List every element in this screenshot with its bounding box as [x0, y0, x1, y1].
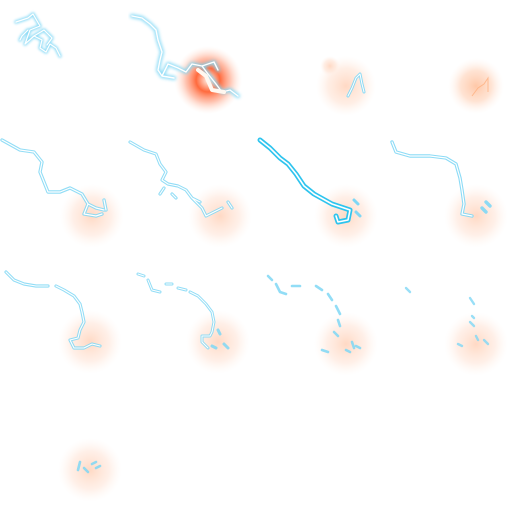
impact-glow-4 — [448, 58, 504, 114]
bolt-4 — [471, 76, 489, 97]
sprite-frame-10 — [128, 256, 256, 384]
bolt-5 — [0, 138, 108, 218]
bolt-10 — [136, 272, 230, 350]
impact-glow-3b — [320, 56, 340, 76]
bolt-8 — [390, 140, 492, 218]
sprite-frame-13 — [0, 384, 128, 512]
impact-glow-8 — [444, 184, 508, 248]
bolt-2 — [130, 14, 240, 98]
sprite-frame-4 — [384, 0, 512, 128]
bolt-1 — [14, 12, 62, 58]
bolt-9 — [4, 270, 102, 350]
impact-glow-6 — [188, 184, 252, 248]
sprite-frame-1 — [0, 0, 128, 128]
sprite-frame-7 — [256, 128, 384, 256]
sprite-frame-5 — [0, 128, 128, 256]
bolt-6 — [128, 140, 234, 218]
bolt-12 — [404, 286, 490, 348]
sprite-frame-6 — [128, 128, 256, 256]
impact-glow-11 — [314, 312, 378, 376]
impact-glow-9 — [58, 310, 122, 374]
impact-glow-12 — [444, 312, 508, 376]
sprite-frame-8 — [384, 128, 512, 256]
sprite-frame-11 — [256, 256, 384, 384]
impact-glow-7 — [314, 184, 378, 248]
bolt-13 — [76, 460, 102, 474]
bolt-11 — [266, 274, 362, 354]
bolt-3 — [346, 72, 366, 98]
sprite-frame-9 — [0, 256, 128, 384]
impact-glow-10 — [186, 310, 250, 374]
sprite-frame-3 — [256, 0, 384, 128]
sprite-frame-12 — [384, 256, 512, 384]
impact-glow-13 — [58, 438, 122, 502]
sprite-frame-2 — [128, 0, 256, 128]
bolt-7 — [257, 137, 362, 225]
